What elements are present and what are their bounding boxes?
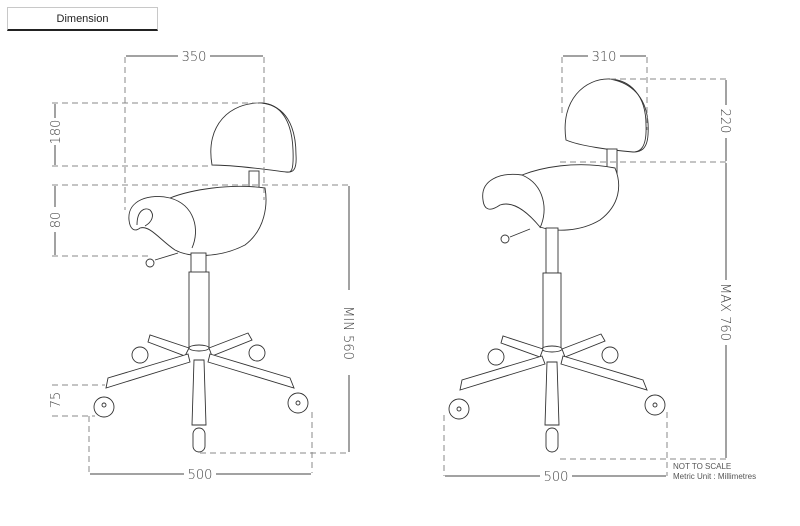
left-width-label: 350 <box>182 50 207 65</box>
not-to-scale-note: NOT TO SCALE <box>673 462 732 471</box>
left-caster-height-label: 75 <box>49 392 64 409</box>
right-chair-illustration <box>448 78 666 453</box>
left-seat-height-label: MIN 560 <box>340 306 355 360</box>
right-width-label: 310 <box>592 50 617 65</box>
right-dimension-lines: 310 220 MAX 760 500 <box>443 50 732 485</box>
left-base-width-label: 500 <box>188 468 213 483</box>
left-chair-illustration <box>93 102 309 453</box>
dimension-tab[interactable]: Dimension <box>7 7 158 31</box>
left-dimension-lines: 350 180 80 75 MIN 560 500 <box>49 50 355 483</box>
dimension-tab-label: Dimension <box>56 12 109 25</box>
right-seat-height-label: MAX 760 <box>717 283 732 341</box>
right-base-width-label: 500 <box>544 470 569 485</box>
right-backrest-height-label: 220 <box>717 109 732 134</box>
units-note: Metric Unit : Millimetres <box>673 472 757 481</box>
drawing-notes: NOT TO SCALE Metric Unit : Millimetres <box>673 462 756 482</box>
left-seat-depth-label: 80 <box>49 212 64 229</box>
left-backrest-height-label: 180 <box>49 120 64 145</box>
